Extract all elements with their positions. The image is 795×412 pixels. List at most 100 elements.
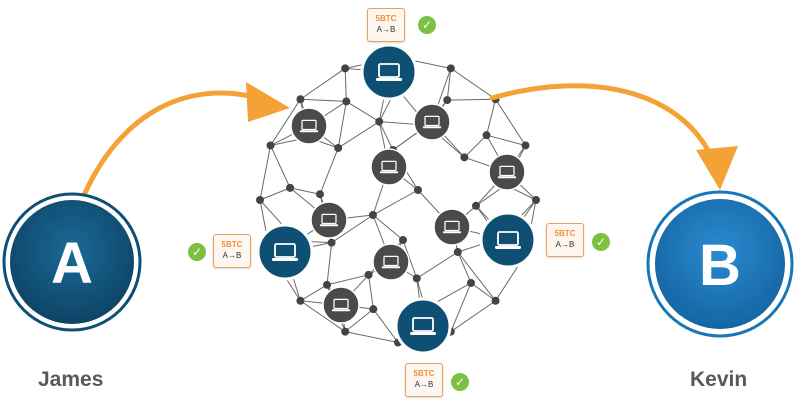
network-junction [460, 153, 469, 162]
tx-direction: A→B [414, 380, 434, 389]
network-junction [375, 117, 384, 126]
network-junction [453, 248, 462, 257]
network-edge [446, 68, 452, 101]
arrow-b-head-icon [696, 146, 738, 190]
network-edge [372, 308, 399, 343]
network-edge [470, 282, 496, 302]
network-edge [337, 101, 347, 149]
network-edge [326, 274, 369, 286]
verifying-node-laptop-icon [479, 211, 537, 269]
network-edge [450, 67, 496, 100]
network-node-laptop-icon [413, 103, 451, 141]
arrow-a-head-icon [246, 82, 290, 122]
network-edge [457, 251, 496, 302]
network-edge [331, 214, 374, 244]
check-icon: ✓ [418, 16, 436, 34]
tx-card-left: 5BTC A→B [213, 234, 251, 268]
network-edge [450, 300, 496, 333]
network-edge [450, 282, 472, 332]
network-junction [446, 64, 455, 73]
network-edge [486, 134, 526, 146]
network-junction [399, 236, 407, 244]
network-edge [368, 274, 374, 310]
network-edge [402, 239, 418, 279]
network-junction [482, 131, 491, 140]
network-edge [259, 187, 291, 201]
network-node-laptop-icon [370, 148, 408, 186]
network-edge [326, 242, 333, 285]
network-junction [256, 196, 264, 204]
network-junction [443, 96, 452, 105]
tx-amount: 5BTC [221, 240, 243, 249]
receiver-name: Kevin [690, 368, 748, 391]
network-node-laptop-icon [322, 286, 360, 324]
network-edge [300, 98, 347, 102]
network-node-laptop-icon [310, 201, 348, 239]
network-edge [457, 251, 472, 284]
network-edge [346, 100, 380, 123]
network-junction [491, 296, 500, 305]
tx-card-right: 5BTC A→B [546, 223, 584, 257]
network-junction [341, 327, 350, 336]
network-junction [296, 95, 305, 104]
network-node-laptop-icon [488, 153, 526, 191]
tx-card-top: 5BTC A→B [367, 8, 405, 42]
sender-name: James [38, 368, 104, 391]
arrow-network-to-b [489, 83, 715, 161]
network-junction [266, 141, 275, 150]
network-edge [300, 284, 328, 302]
network-junction [466, 278, 475, 287]
tx-card-bottom: 5BTC A→B [405, 363, 443, 397]
tx-amount: 5BTC [413, 369, 435, 378]
network-edge [378, 121, 394, 151]
network-edge [259, 145, 271, 201]
network-edge [289, 187, 321, 195]
network-junction [286, 183, 295, 192]
network-junction [414, 186, 422, 194]
network-node-laptop-icon [433, 208, 471, 246]
network-edge [345, 331, 399, 343]
network-junction [296, 296, 305, 305]
person-a-letter: A [51, 231, 93, 296]
network-edge [372, 189, 419, 216]
network-edge [319, 147, 339, 195]
tx-amount: 5BTC [554, 229, 576, 238]
person-b-avatar: B [646, 190, 794, 338]
network-node-laptop-icon [372, 243, 410, 281]
network-edge [300, 67, 346, 100]
verifying-node-laptop-icon [256, 223, 314, 281]
network-junction [341, 64, 350, 73]
tx-direction: A→B [555, 240, 575, 249]
network-edge [486, 99, 497, 136]
network-junction [364, 270, 373, 279]
network-edge [344, 308, 374, 333]
network-edge [447, 98, 496, 101]
verifying-node-laptop-icon [394, 297, 452, 355]
network-junction [532, 196, 540, 204]
network-edge [337, 121, 380, 149]
check-icon: ✓ [451, 373, 469, 391]
network-junction [327, 238, 336, 247]
network-edge [344, 68, 347, 102]
network-edge [270, 145, 291, 189]
network-edge [300, 300, 346, 333]
tx-direction: A→B [222, 251, 242, 260]
tx-direction: A→B [376, 25, 396, 34]
network-edge [270, 98, 301, 146]
network-junction [316, 190, 325, 199]
network-edge [464, 134, 487, 158]
network-edge [416, 251, 459, 279]
network-junction [334, 143, 343, 152]
network-junction [412, 274, 421, 283]
network-edge [372, 214, 404, 241]
check-icon: ✓ [188, 243, 206, 261]
person-b-letter: B [699, 233, 741, 298]
network-junction [471, 201, 480, 210]
person-a-avatar: A [2, 192, 142, 332]
network-junction [521, 141, 530, 150]
check-icon: ✓ [592, 233, 610, 251]
network-edge [495, 98, 526, 146]
arrow-a-to-network [79, 90, 261, 203]
network-junction [369, 305, 378, 314]
